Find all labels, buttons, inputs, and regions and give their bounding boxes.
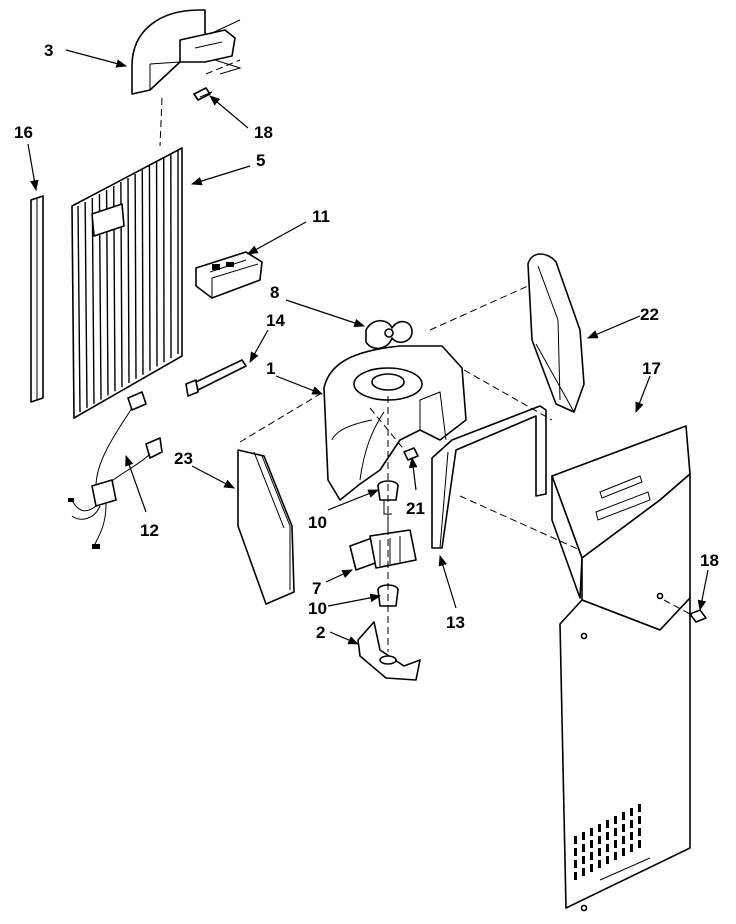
vent-slot [614, 852, 617, 860]
vent-slot [598, 860, 601, 868]
callout-11: 11 [312, 207, 330, 226]
vent-slot [630, 832, 633, 840]
part-5-grille-panel [71, 147, 183, 419]
grille-rib [141, 169, 144, 375]
vent-slot [574, 836, 577, 844]
vent-slot [606, 820, 609, 828]
grille-rib [91, 197, 95, 404]
grille-rib [84, 201, 88, 408]
callout-10-upper: 10 [308, 513, 327, 532]
vent-slot [606, 856, 609, 864]
vent-slot [590, 840, 593, 848]
callout-labels: 3 18 16 5 11 8 14 1 23 12 10 21 7 10 2 1… [14, 41, 719, 642]
callout-14: 14 [266, 311, 285, 330]
alignment-lines [159, 59, 691, 652]
vent-slot [614, 840, 617, 848]
part-13-channel [431, 405, 547, 549]
vent-slot [606, 844, 609, 852]
callout-16: 16 [14, 123, 33, 142]
vent-slot [598, 848, 601, 856]
callout-5: 5 [256, 151, 265, 170]
vent-slot [638, 828, 641, 836]
part-11-bracket [195, 251, 263, 299]
vent-slot [638, 816, 641, 824]
grille-rib [127, 177, 130, 384]
vent-slot [574, 872, 577, 880]
vent-slot [622, 836, 625, 844]
callout-18-right: 18 [700, 551, 719, 570]
vent-slot [574, 860, 577, 868]
vent-slot [598, 824, 601, 832]
callout-7: 7 [312, 579, 321, 598]
part-17-rear-panel [551, 425, 691, 912]
part-8-fan-blade [365, 319, 413, 350]
vent-slot [598, 836, 601, 844]
callout-23: 23 [174, 449, 193, 468]
part-3-duct-cover [131, 9, 242, 95]
vent-slot [630, 820, 633, 828]
vent-slot [582, 844, 585, 852]
vent-slot [622, 824, 625, 832]
screw-18-top [193, 87, 213, 101]
vent-slot [574, 848, 577, 856]
callout-2: 2 [316, 623, 325, 642]
callout-3: 3 [44, 41, 53, 60]
vent-slot [630, 844, 633, 852]
vent-slot [622, 812, 625, 820]
vent-slot [582, 868, 585, 876]
vent-slot [614, 828, 617, 836]
part-7-fan-motor [349, 500, 417, 571]
callout-8: 8 [270, 283, 279, 302]
callout-22: 22 [640, 305, 659, 324]
vent-slot [590, 864, 593, 872]
vent-slot [582, 832, 585, 840]
part-14-cable-tie [185, 359, 247, 397]
vent-slot [614, 816, 617, 824]
callout-18-top: 18 [254, 123, 273, 142]
grille-rib [134, 173, 137, 379]
grille-rib [77, 205, 81, 413]
grille-rib [148, 165, 151, 371]
vent-slot [606, 832, 609, 840]
callout-21: 21 [406, 499, 425, 518]
vent-slot [630, 808, 633, 816]
callout-1: 1 [266, 359, 275, 378]
part-2-motor-bracket [357, 621, 421, 681]
vent-slot [590, 828, 593, 836]
callout-10-lower: 10 [308, 599, 327, 618]
part-23-side-panel [237, 449, 295, 605]
vent-slot [638, 840, 641, 848]
callout-17: 17 [642, 359, 661, 378]
part-21-screw [403, 447, 419, 461]
part-12-wire-harness [68, 391, 163, 549]
vent-slot [638, 804, 641, 812]
leader-lines [27, 49, 709, 645]
callout-13: 13 [446, 613, 465, 632]
vent-slot [622, 848, 625, 856]
vent-slot [582, 856, 585, 864]
part-22-side-panel [527, 253, 585, 413]
vent-slot [590, 852, 593, 860]
callout-12: 12 [140, 521, 159, 540]
part-16-strip [30, 195, 44, 403]
